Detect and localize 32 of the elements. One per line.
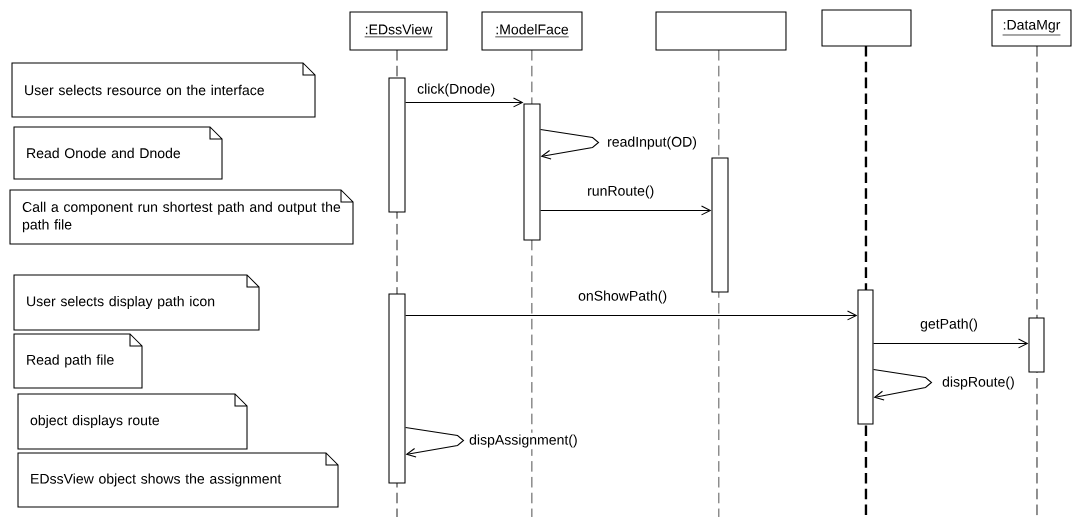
activation-bar [857,289,874,425]
message-arrow [405,97,524,108]
edge-label: getPath() [920,318,978,332]
edge-label: click(Dnode) [417,83,495,97]
object-box: :EDssView [349,11,448,51]
edge-label: readInput(OD) [608,136,697,150]
note: User selects display path icon [13,274,260,331]
message-arrow [405,310,858,321]
note: Call a component run shortest path and output the path file [9,189,354,245]
activation-bar [711,157,729,293]
message-arrow [540,128,600,160]
edge-label: dispAssignment() [469,434,577,448]
note: Read Onode and Dnode [13,126,223,180]
object-box: :ModelFace [481,11,583,51]
activation-bar [388,293,406,484]
note: Read path file [13,333,143,389]
note: object displays route [17,393,248,450]
object-box [821,9,912,47]
activation-bar [1028,317,1045,373]
message-arrow [540,205,712,216]
edge-label: runRoute() [588,185,654,199]
activation-bar [523,103,541,241]
note: EDssView object shows the assignment [17,452,339,508]
message-arrow [873,338,1029,349]
object-box: :DataMgr [991,9,1072,47]
note: User selects resource on the interface [11,62,316,118]
edge-label: onShowPath() [578,290,667,304]
message-arrow [405,426,465,458]
message-arrow [873,368,933,401]
edge-label: dispRoute() [942,376,1014,390]
activation-bar [388,77,406,213]
object-box [655,11,787,51]
